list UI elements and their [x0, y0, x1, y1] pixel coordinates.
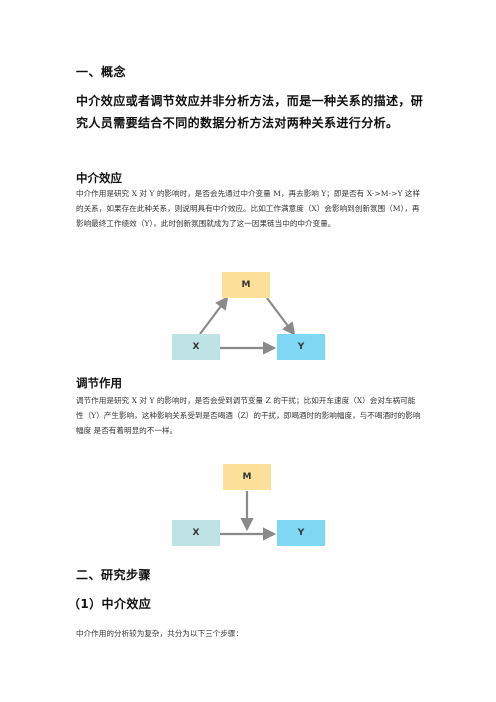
arrow-x-to-m: [199, 296, 229, 335]
arrow-m-to-y: [266, 297, 296, 336]
node-m: M: [223, 464, 271, 490]
node-y: Y: [277, 334, 325, 360]
steps-text: 中介作用的分析较为复杂，共分为以下三个步骤：: [76, 629, 244, 638]
steps-subheading-mediation: （1）中介效应: [68, 597, 152, 611]
node-x-label: X: [192, 528, 200, 538]
node-y-label: Y: [297, 342, 305, 352]
moderation-title: 调节作用: [76, 376, 122, 390]
mediation-text: 中介作用是研究 X 对 Y 的影响时，是否会先通过中介变量 M，再去影响 Y；即…: [76, 189, 421, 228]
mediation-diagram: M X Y: [172, 268, 332, 364]
section-heading-concept: 一、概念: [76, 65, 127, 79]
node-x: X: [172, 520, 220, 546]
node-m-label: M: [242, 472, 252, 482]
section-heading-steps: 二、研究步骤: [76, 568, 152, 582]
mediation-title: 中介效应: [76, 171, 122, 185]
node-x: X: [172, 334, 220, 360]
node-m: M: [222, 272, 270, 298]
node-y-label: Y: [297, 528, 305, 538]
moderation-diagram: M X Y: [172, 462, 332, 548]
node-m-label: M: [241, 280, 251, 290]
moderation-arrows: [220, 491, 277, 541]
mediation-arrows: [199, 296, 296, 355]
moderation-text: 调节作用是研究 X 对 Y 的影响时，是否会受到调节变量 Z 的干扰；比如开车速…: [76, 396, 421, 435]
node-y: Y: [277, 520, 325, 546]
node-x-label: X: [192, 342, 200, 352]
concept-lead-text: 中介效应或者调节效应并非分析方法，而是一种关系的描述，研究人员需要结合不同的数据…: [76, 94, 424, 130]
